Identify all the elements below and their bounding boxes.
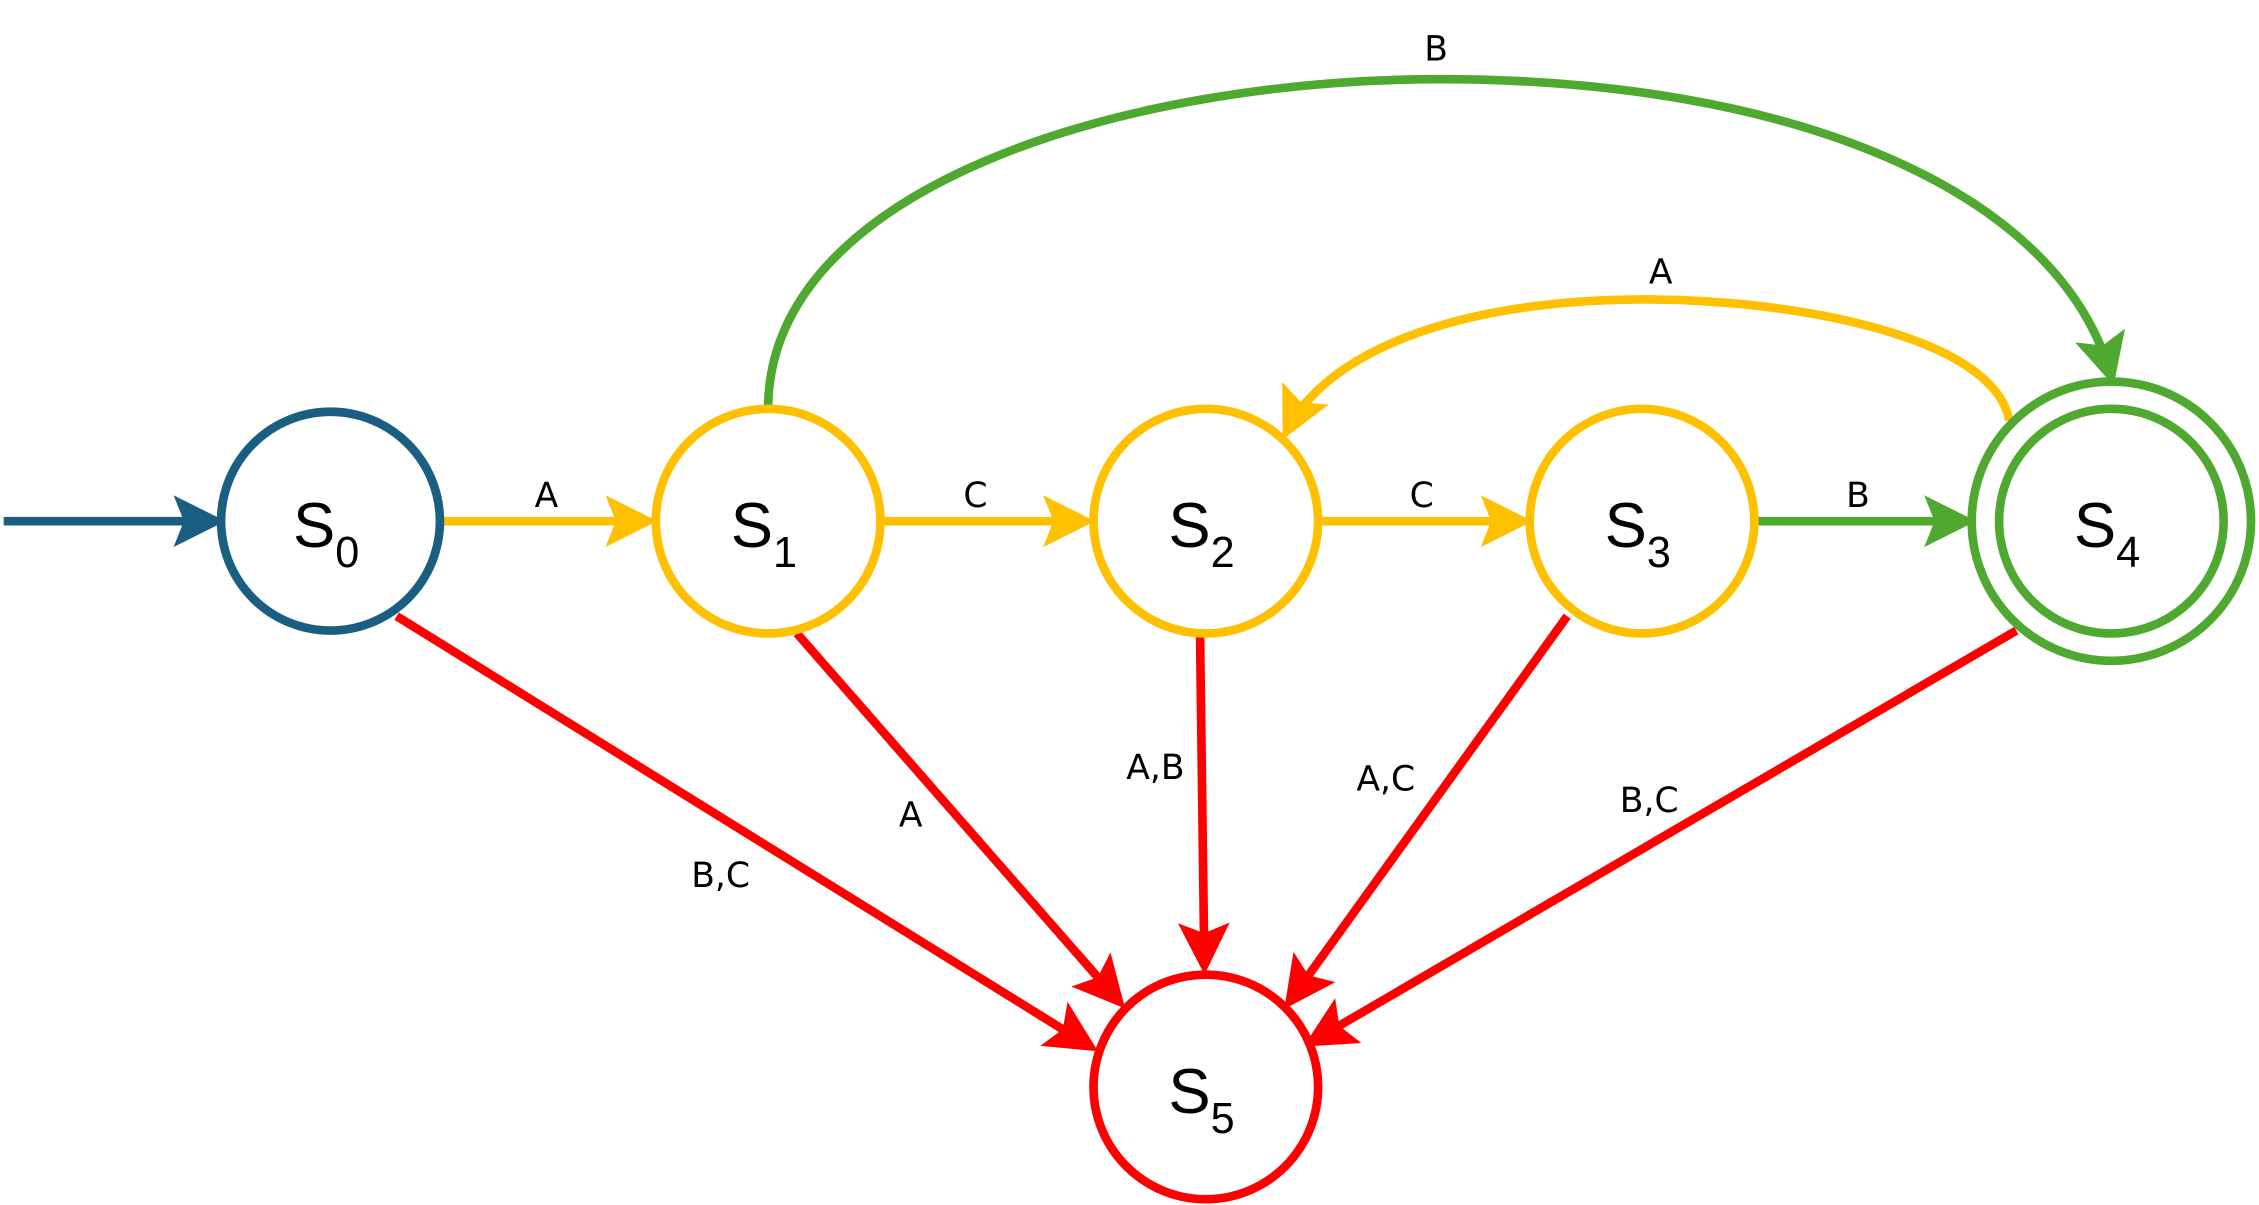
edge-label-s4-s2: A (1649, 253, 1673, 293)
state-s0 (216, 407, 445, 635)
edge-label-s4-s5: B,C (1620, 781, 1679, 821)
edge-s4-s2 (1282, 295, 2014, 440)
edge-s0-s5 (394, 612, 1098, 1052)
edge-label-s1-s4: B (1424, 29, 1448, 69)
state-label-s1: S1 (731, 491, 797, 577)
state-label-s0: S0 (293, 491, 359, 577)
state-s4-inner (1994, 404, 2228, 638)
edge-s2-s5 (1177, 633, 1230, 975)
state-label-s3: S3 (1605, 491, 1671, 577)
state-label-s2: S2 (1168, 491, 1234, 577)
edge-label-s2-s5: A,B (1126, 748, 1184, 788)
edge-label-s3-s5: A,C (1356, 759, 1415, 799)
edge-label-s0-s1: A (535, 476, 559, 516)
state-s3 (1525, 404, 1759, 638)
edge-label-s3-s4: B (1846, 476, 1870, 516)
edge-s4-s5 (1303, 626, 2019, 1047)
state-s1 (651, 404, 885, 638)
edge-s1-s5 (793, 630, 1126, 1009)
edge-s3-s5 (1284, 613, 1571, 1010)
state-label-s5: S5 (1168, 1057, 1234, 1143)
edge-s1-s4 (763, 74, 2125, 409)
edge-label-s1-s2: C (963, 476, 987, 516)
state-s2 (1089, 404, 1323, 638)
state-label-s4: S4 (2074, 491, 2140, 577)
edge-label-s2-s3: C (1410, 476, 1434, 516)
edge-label-s1-s5: A (899, 795, 923, 835)
state-s5 (1089, 970, 1323, 1204)
edge-label-s0-s5: B,C (691, 856, 750, 896)
